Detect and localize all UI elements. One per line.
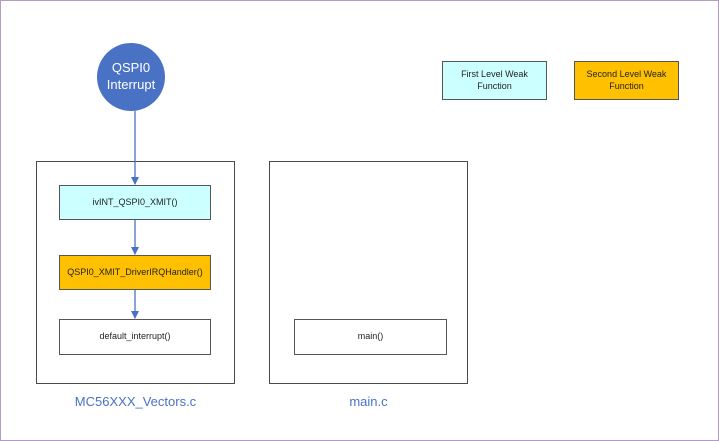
legend-second-level-line2: Function [609, 80, 644, 91]
function-default-interrupt-label: default_interrupt() [99, 331, 171, 342]
interrupt-node-line2: Interrupt [106, 77, 156, 92]
function-ivint-label: ivINT_QSPI0_XMIT() [92, 196, 178, 207]
vectors-file-label: MC56XXX_Vectors.c [74, 394, 197, 409]
legend-first-level-line2: Function [477, 80, 512, 91]
legend-second-level-line1: Second Level Weak [586, 69, 667, 80]
function-default-interrupt: default_interrupt() [59, 319, 211, 355]
main-file-label: main.c [349, 394, 388, 409]
interrupt-node-line1: QSPI0 [111, 60, 151, 76]
legend-second-level-weak-function: Second Level Weak Function [574, 61, 679, 100]
function-ivint-qspi0-xmit: ivINT_QSPI0_XMIT() [59, 185, 211, 220]
function-main-label: main() [357, 331, 384, 342]
function-driver-handler-label: QSPI0_XMIT_DriverIRQHandler() [67, 266, 203, 277]
legend-first-level-line1: First Level Weak [461, 69, 528, 80]
qspi0-interrupt-node: QSPI0 Interrupt [97, 43, 165, 111]
function-main: main() [294, 319, 447, 355]
function-qspi0-xmit-driver-irq-handler: QSPI0_XMIT_DriverIRQHandler() [59, 255, 211, 290]
legend-first-level-weak-function: First Level Weak Function [442, 61, 547, 100]
